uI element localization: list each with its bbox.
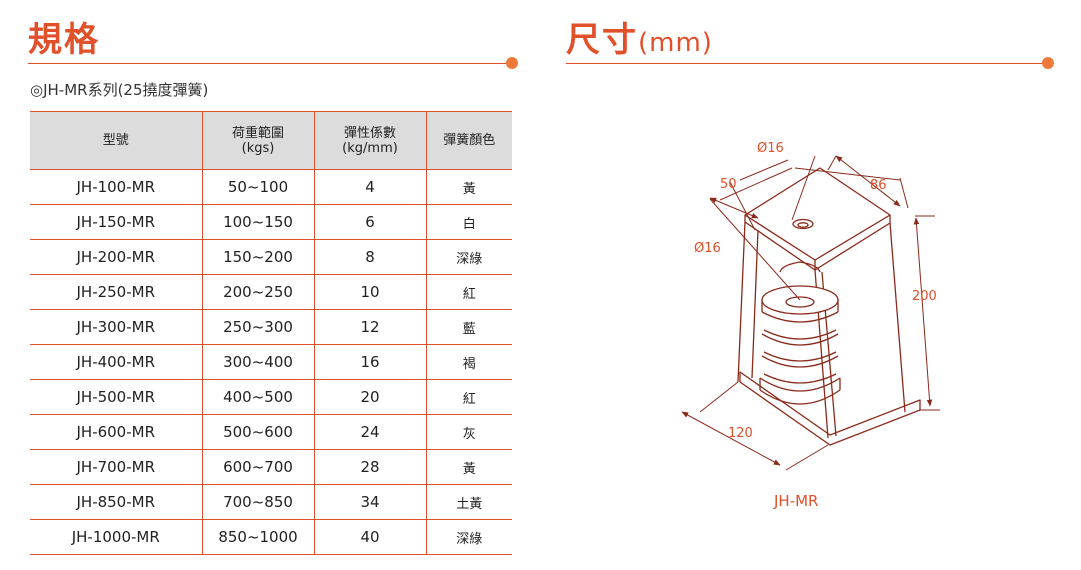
- cell-color: 褐: [425, 344, 512, 380]
- cell-model: JH-150-MR: [30, 204, 202, 240]
- cell-model: JH-100-MR: [30, 169, 202, 205]
- cell-load: 200~250: [201, 274, 314, 310]
- cell-color: 紅: [425, 379, 512, 415]
- cell-load: 500~600: [201, 414, 314, 450]
- cell-rate: 12: [313, 309, 426, 345]
- header-load-range: 荷重範圍(kgs): [201, 111, 314, 170]
- cell-model: JH-700-MR: [30, 449, 202, 485]
- dimension-title-text: 尺寸: [566, 20, 638, 60]
- cell-rate: 20: [313, 379, 426, 415]
- cell-load: 850~1000: [201, 519, 314, 555]
- table-header-row: 型號 荷重範圍(kgs) 彈性係數(kg/mm) 彈簧顏色: [30, 111, 512, 170]
- cell-load: 250~300: [201, 309, 314, 345]
- cell-model: JH-300-MR: [30, 309, 202, 345]
- cell-rate: 4: [313, 169, 426, 205]
- cell-load: 150~200: [201, 239, 314, 275]
- cell-model: JH-500-MR: [30, 379, 202, 415]
- cell-color: 深綠: [425, 519, 512, 555]
- cell-rate: 24: [313, 414, 426, 450]
- cell-rate: 8: [313, 239, 426, 275]
- cell-model: JH-1000-MR: [30, 519, 202, 555]
- cell-rate: 34: [313, 484, 426, 520]
- dim-height-label: 200: [912, 289, 937, 304]
- cell-model: JH-200-MR: [30, 239, 202, 275]
- cell-rate: 6: [313, 204, 426, 240]
- cell-load: 400~500: [201, 379, 314, 415]
- spec-title-dot: [506, 57, 518, 69]
- series-subtitle: ◎JH-MR系列(25撓度彈簧): [30, 81, 209, 99]
- cell-rate: 16: [313, 344, 426, 380]
- cell-load: 50~100: [201, 169, 314, 205]
- dim-width-label: 86: [870, 178, 887, 193]
- cell-model: JH-250-MR: [30, 274, 202, 310]
- cell-color: 黃: [425, 449, 512, 485]
- dimension-title: 尺寸(mm): [566, 12, 713, 61]
- spec-title-rule: [28, 63, 512, 64]
- cell-color: 黃: [425, 169, 512, 205]
- dimension-title-rule: [566, 63, 1048, 64]
- dimension-unit: (mm): [638, 28, 713, 58]
- cell-color: 藍: [425, 309, 512, 345]
- cell-load: 700~850: [201, 484, 314, 520]
- cell-model: JH-850-MR: [30, 484, 202, 520]
- cell-rate: 28: [313, 449, 426, 485]
- cell-color: 灰: [425, 414, 512, 450]
- cell-load: 600~700: [201, 449, 314, 485]
- dim-depth-label: 50: [720, 177, 737, 192]
- cell-rate: 10: [313, 274, 426, 310]
- dim-hole-top-label: Ø16: [757, 141, 784, 156]
- cell-load: 100~150: [201, 204, 314, 240]
- cell-model: JH-400-MR: [30, 344, 202, 380]
- cell-color: 深綠: [425, 239, 512, 275]
- cell-load: 300~400: [201, 344, 314, 380]
- dim-hole-spring-label: Ø16: [694, 241, 721, 256]
- dimension-title-dot: [1042, 57, 1054, 69]
- cell-color: 土黃: [425, 484, 512, 520]
- dim-length-label: 120: [728, 426, 753, 441]
- header-spring-color: 彈簧顏色: [425, 111, 512, 170]
- cell-color: 紅: [425, 274, 512, 310]
- cell-rate: 40: [313, 519, 426, 555]
- drawing-caption: JH-MR: [774, 492, 819, 510]
- spring-mount-drawing: Ø16 Ø16 50 86 200 120: [681, 141, 940, 471]
- cell-model: JH-600-MR: [30, 414, 202, 450]
- header-spring-rate: 彈性係數(kg/mm): [313, 111, 426, 170]
- spec-title: 規格: [28, 20, 100, 60]
- header-model: 型號: [30, 111, 202, 170]
- cell-color: 白: [425, 204, 512, 240]
